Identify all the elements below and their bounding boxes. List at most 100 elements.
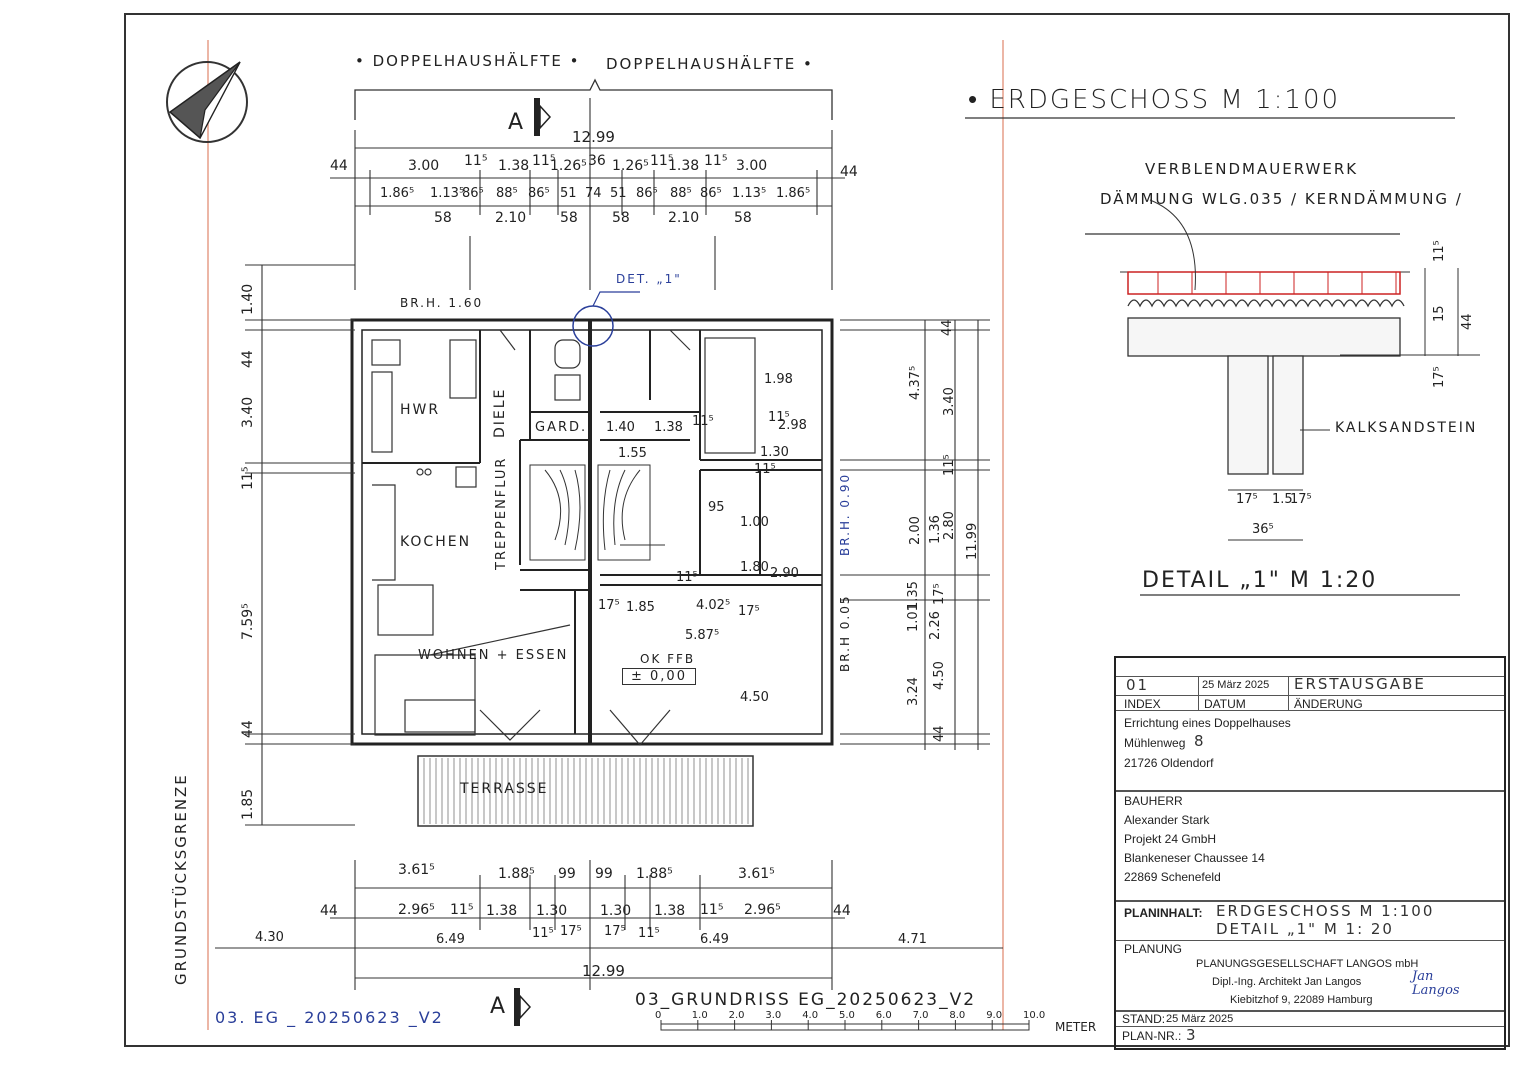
dim-label: 17⁵ bbox=[604, 924, 626, 939]
dim-label: 1.5 bbox=[1272, 492, 1293, 507]
tb-bauherr-2: Projekt 24 GmbH bbox=[1124, 832, 1217, 846]
tb-planung-2: Dipl.-Ing. Architekt Jan Langos bbox=[1212, 976, 1362, 988]
dim-label: 11⁵ bbox=[692, 414, 714, 429]
dim-label: 88⁵ bbox=[670, 186, 692, 201]
dim-label: 1.38 bbox=[498, 158, 530, 174]
dim-label: 11⁵ bbox=[532, 926, 554, 941]
dim-top-overall: 12.99 bbox=[572, 128, 615, 146]
dim-label: 4.30 bbox=[255, 930, 284, 945]
dim-label: 2.0 bbox=[728, 1010, 745, 1021]
staircase bbox=[529, 464, 665, 561]
dim-label: 4.50 bbox=[932, 661, 947, 690]
dim-label: 1.86⁵ bbox=[380, 186, 415, 201]
room-label-wohnen: WOHNEN + ESSEN bbox=[418, 648, 569, 663]
dim-label: 1.88⁵ bbox=[498, 866, 535, 882]
section-marker-bottom bbox=[514, 988, 532, 1026]
dim-label: 86⁵ bbox=[636, 186, 658, 201]
detail-leader bbox=[592, 291, 640, 307]
dim-label: 44 bbox=[240, 720, 256, 738]
dim-label: 11.99 bbox=[965, 522, 980, 560]
wall-detail-drawing bbox=[1085, 199, 1460, 596]
tb-planung-1: PLANUNGSGESELLSCHAFT LANGOS mbH bbox=[1196, 958, 1419, 970]
detail-label-daemmung: DÄMMUNG WLG.035 / KERNDÄMMUNG / bbox=[1100, 190, 1463, 208]
dim-label: 11⁵ bbox=[1432, 240, 1447, 262]
sheet-border bbox=[124, 13, 1510, 1047]
header-bracket bbox=[354, 78, 833, 120]
brh-090-label: BR.H. 0.90 bbox=[838, 472, 852, 556]
tb-project-line2: Mühlenweg bbox=[1124, 736, 1186, 750]
scale-bar bbox=[660, 1020, 1030, 1031]
dim-label: 10.0 bbox=[1023, 1010, 1046, 1021]
dim-label: 99 bbox=[558, 866, 576, 882]
tb-index-header: INDEX bbox=[1124, 697, 1161, 711]
wc-fixtures bbox=[554, 337, 756, 454]
dim-label: 3.61⁵ bbox=[738, 866, 775, 882]
dim-label: 36⁵ bbox=[1252, 522, 1274, 537]
tb-bauherr-4: 22869 Schenefeld bbox=[1124, 870, 1221, 884]
dim-label: 44 bbox=[932, 725, 947, 742]
dim-label: 74 bbox=[585, 186, 602, 201]
interior-walls-left bbox=[362, 330, 590, 734]
tb-plannr-label: PLAN-NR.: bbox=[1122, 1029, 1182, 1043]
dim-label: 1.26⁵ bbox=[550, 158, 587, 174]
tb-index-value: 01 bbox=[1126, 676, 1150, 694]
detail-circle bbox=[572, 305, 614, 347]
dim-label: 2.26 bbox=[928, 611, 943, 640]
dim-label: 44 bbox=[940, 319, 955, 336]
dim-label: 3.0 bbox=[765, 1010, 782, 1021]
tb-project-number: 8 bbox=[1194, 732, 1206, 750]
dim-label: 6.49 bbox=[700, 932, 729, 947]
dim-label: 1.88⁵ bbox=[636, 866, 673, 882]
dim-label: 11⁵ bbox=[450, 902, 474, 918]
dim-label: 51 bbox=[560, 186, 577, 201]
header-right-label: DOPPELHAUSHÄLFTE • bbox=[606, 55, 814, 73]
dim-label: 17⁵ bbox=[1290, 492, 1312, 507]
grundstuecksgrenze-label: GRUNDSTÜCKSGRENZE bbox=[172, 773, 190, 985]
room-label-hwr: HWR bbox=[400, 402, 441, 418]
dim-label: 17⁵ bbox=[738, 604, 760, 619]
tb-planinhalt-header: PLANINHALT: bbox=[1124, 906, 1203, 920]
room-label-treppenflur: TREPPENFLUR bbox=[494, 456, 509, 570]
file-name-left: 03. EG _ 20250623 _V2 bbox=[215, 1008, 444, 1027]
dim-label: 11⁵ bbox=[650, 153, 674, 169]
dim-label: 58 bbox=[612, 210, 630, 226]
detail-reference-label: DET. „1" bbox=[616, 272, 682, 286]
dim-label: 11⁵ bbox=[464, 153, 488, 169]
dim-label: 86⁵ bbox=[700, 186, 722, 201]
dim-label: 11⁵ bbox=[754, 462, 776, 477]
dim-label: 1.40 bbox=[606, 420, 635, 435]
dim-label: 44 bbox=[240, 350, 256, 368]
room-label-gard: GARD. bbox=[535, 420, 588, 435]
top-dimension-lines bbox=[330, 98, 845, 290]
dim-label: 3.00 bbox=[736, 158, 768, 174]
brh-160-label: BR.H. 1.60 bbox=[400, 296, 484, 310]
dim-label: 17⁵ bbox=[1432, 366, 1447, 388]
bottom-dimension-lines bbox=[215, 860, 1003, 990]
dim-label: 11⁵ bbox=[532, 153, 556, 169]
room-label-kochen: KOCHEN bbox=[400, 534, 472, 550]
dim-label: 6.49 bbox=[436, 932, 465, 947]
dim-label: 15 bbox=[1432, 305, 1447, 322]
dim-label: 5.0 bbox=[839, 1010, 855, 1021]
dim-label: 2.10 bbox=[668, 210, 700, 226]
dim-label: 1.38 bbox=[668, 158, 700, 174]
detail-title: DETAIL „1" M 1:20 bbox=[1142, 568, 1378, 593]
dim-label: 4.37⁵ bbox=[908, 365, 923, 400]
tb-plannr-value: 3 bbox=[1186, 1026, 1198, 1044]
tb-planung-header: PLANUNG bbox=[1124, 942, 1183, 956]
section-marker-top bbox=[534, 98, 552, 136]
dim-label: 99 bbox=[595, 866, 613, 882]
tb-bauherr-1: Alexander Stark bbox=[1124, 813, 1210, 827]
tb-bauherr-3: Blankeneser Chaussee 14 bbox=[1124, 851, 1265, 865]
dim-label: 3.00 bbox=[408, 158, 440, 174]
dim-label: 5.87⁵ bbox=[685, 628, 720, 643]
dim-label: 2.98 bbox=[778, 418, 807, 433]
dim-label: 8.0 bbox=[949, 1010, 966, 1021]
terrace bbox=[417, 755, 754, 827]
dim-label: 88⁵ bbox=[496, 186, 518, 201]
dim-bottom-overall: 12.99 bbox=[582, 962, 625, 980]
dim-label: 3.40 bbox=[240, 396, 256, 428]
dim-label: 9.0 bbox=[986, 1010, 1003, 1021]
dim-label: 58 bbox=[734, 210, 752, 226]
dim-label: 4.50 bbox=[740, 690, 769, 705]
